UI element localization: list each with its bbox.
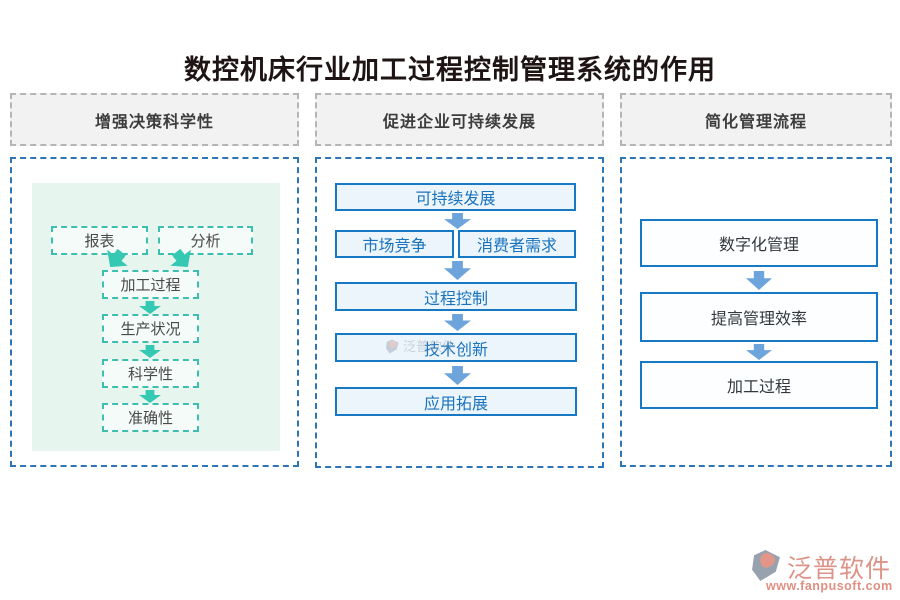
node-accuracy: 准确性 xyxy=(102,403,199,432)
node-tech-innovation: 泛普软件 技术创新 xyxy=(335,333,577,362)
node-report: 报表 xyxy=(51,226,148,255)
fanpu-logo-icon xyxy=(385,339,399,354)
footer-brand: 泛普软件 www.fanpusoft.com xyxy=(750,548,895,593)
header-simplified-management: 简化管理流程 xyxy=(620,93,892,146)
node-scientific: 科学性 xyxy=(102,359,199,388)
node-processing: 加工过程 xyxy=(102,270,199,299)
node-digital-management: 数字化管理 xyxy=(640,219,878,267)
header-sustainable-development: 促进企业可持续发展 xyxy=(315,93,604,146)
page-title: 数控机床行业加工过程控制管理系统的作用 xyxy=(184,55,716,85)
node-production-status: 生产状况 xyxy=(102,314,199,343)
node-processing-right: 加工过程 xyxy=(640,361,878,409)
node-market-competition: 市场竞争 xyxy=(335,230,454,258)
brand-name: 泛普软件 xyxy=(787,555,892,583)
fanpu-logo-icon xyxy=(752,550,780,581)
header-decision-science: 增强决策科学性 xyxy=(10,93,299,146)
node-tech-innovation-label: 技术创新 xyxy=(423,341,488,359)
node-management-efficiency: 提高管理效率 xyxy=(640,292,878,342)
node-consumer-demand: 消费者需求 xyxy=(458,230,576,258)
node-analysis: 分析 xyxy=(158,226,253,255)
node-sustainable-development: 可持续发展 xyxy=(335,183,576,211)
node-process-control: 过程控制 xyxy=(335,282,577,311)
brand-url: www.fanpusoft.com xyxy=(766,579,893,593)
node-application-expansion: 应用拓展 xyxy=(335,387,577,416)
